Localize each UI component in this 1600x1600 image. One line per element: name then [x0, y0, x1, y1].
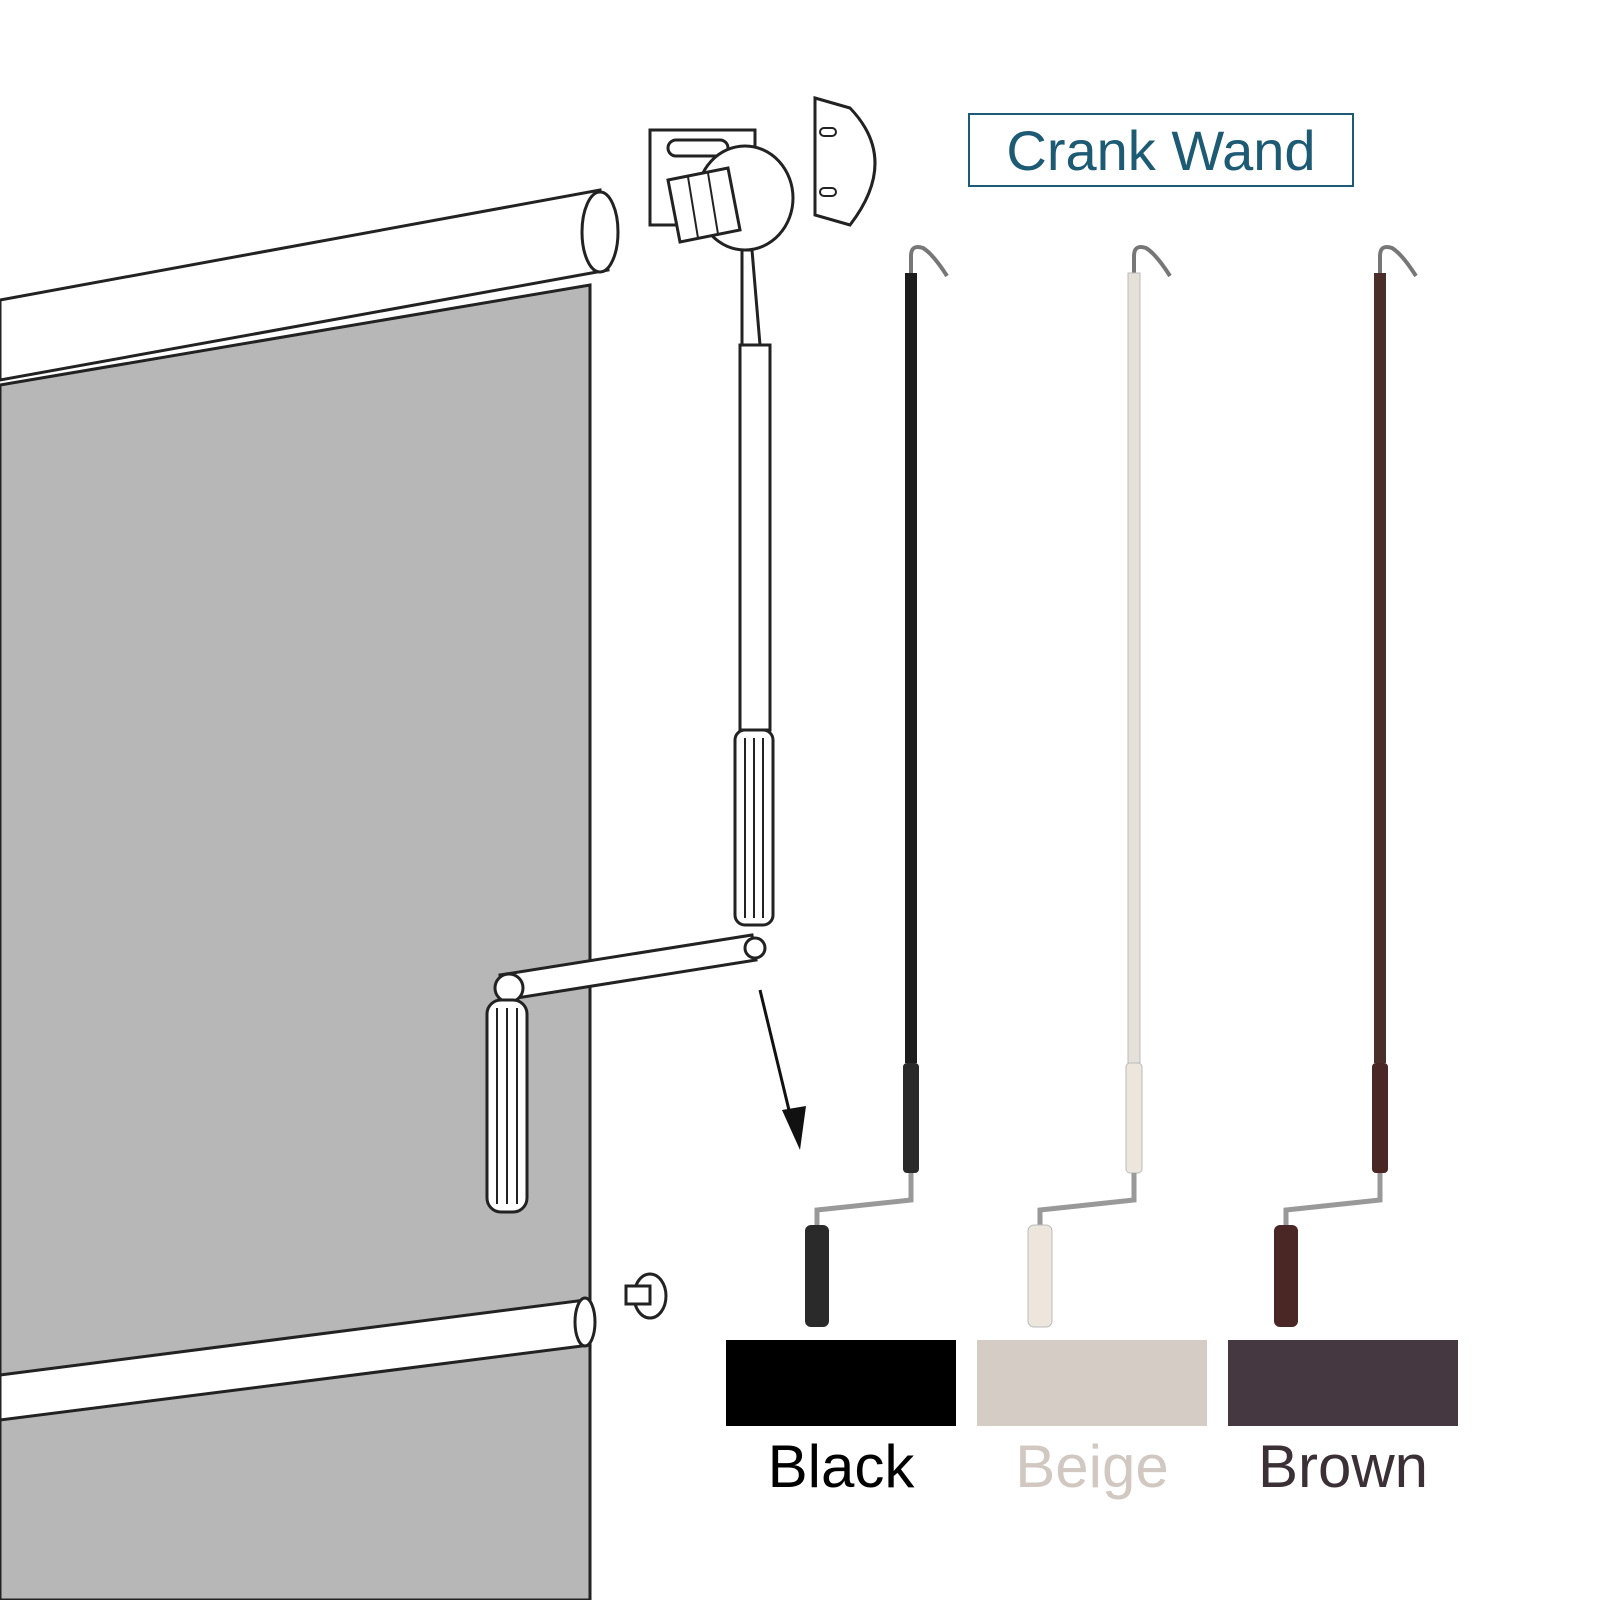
- color-swatch-brown: [1228, 1340, 1458, 1426]
- shade-bottom-rail: [0, 1296, 597, 1422]
- installed-crank-wand: [485, 248, 775, 1214]
- pointer-arrow: [758, 989, 806, 1150]
- title-box: Crank Wand: [968, 113, 1354, 187]
- shade-fabric: [0, 283, 592, 1600]
- color-swatch-black: [726, 1340, 956, 1426]
- gear-bracket: [648, 128, 795, 252]
- shade-roller-tube: [0, 188, 620, 382]
- color-swatch-beige: [977, 1340, 1207, 1426]
- color-label-black: Black: [767, 1433, 915, 1500]
- end-bracket-cover: [813, 96, 877, 227]
- crank-wand-black: [805, 245, 949, 1327]
- crank-wand-beige: [1027, 245, 1172, 1328]
- crank-wand-brown: [1274, 245, 1418, 1327]
- color-label-brown: Brown: [1257, 1433, 1429, 1500]
- color-label-beige: Beige: [1015, 1433, 1169, 1500]
- end-plug: [624, 1272, 668, 1320]
- title-text: Crank Wand: [1006, 118, 1316, 182]
